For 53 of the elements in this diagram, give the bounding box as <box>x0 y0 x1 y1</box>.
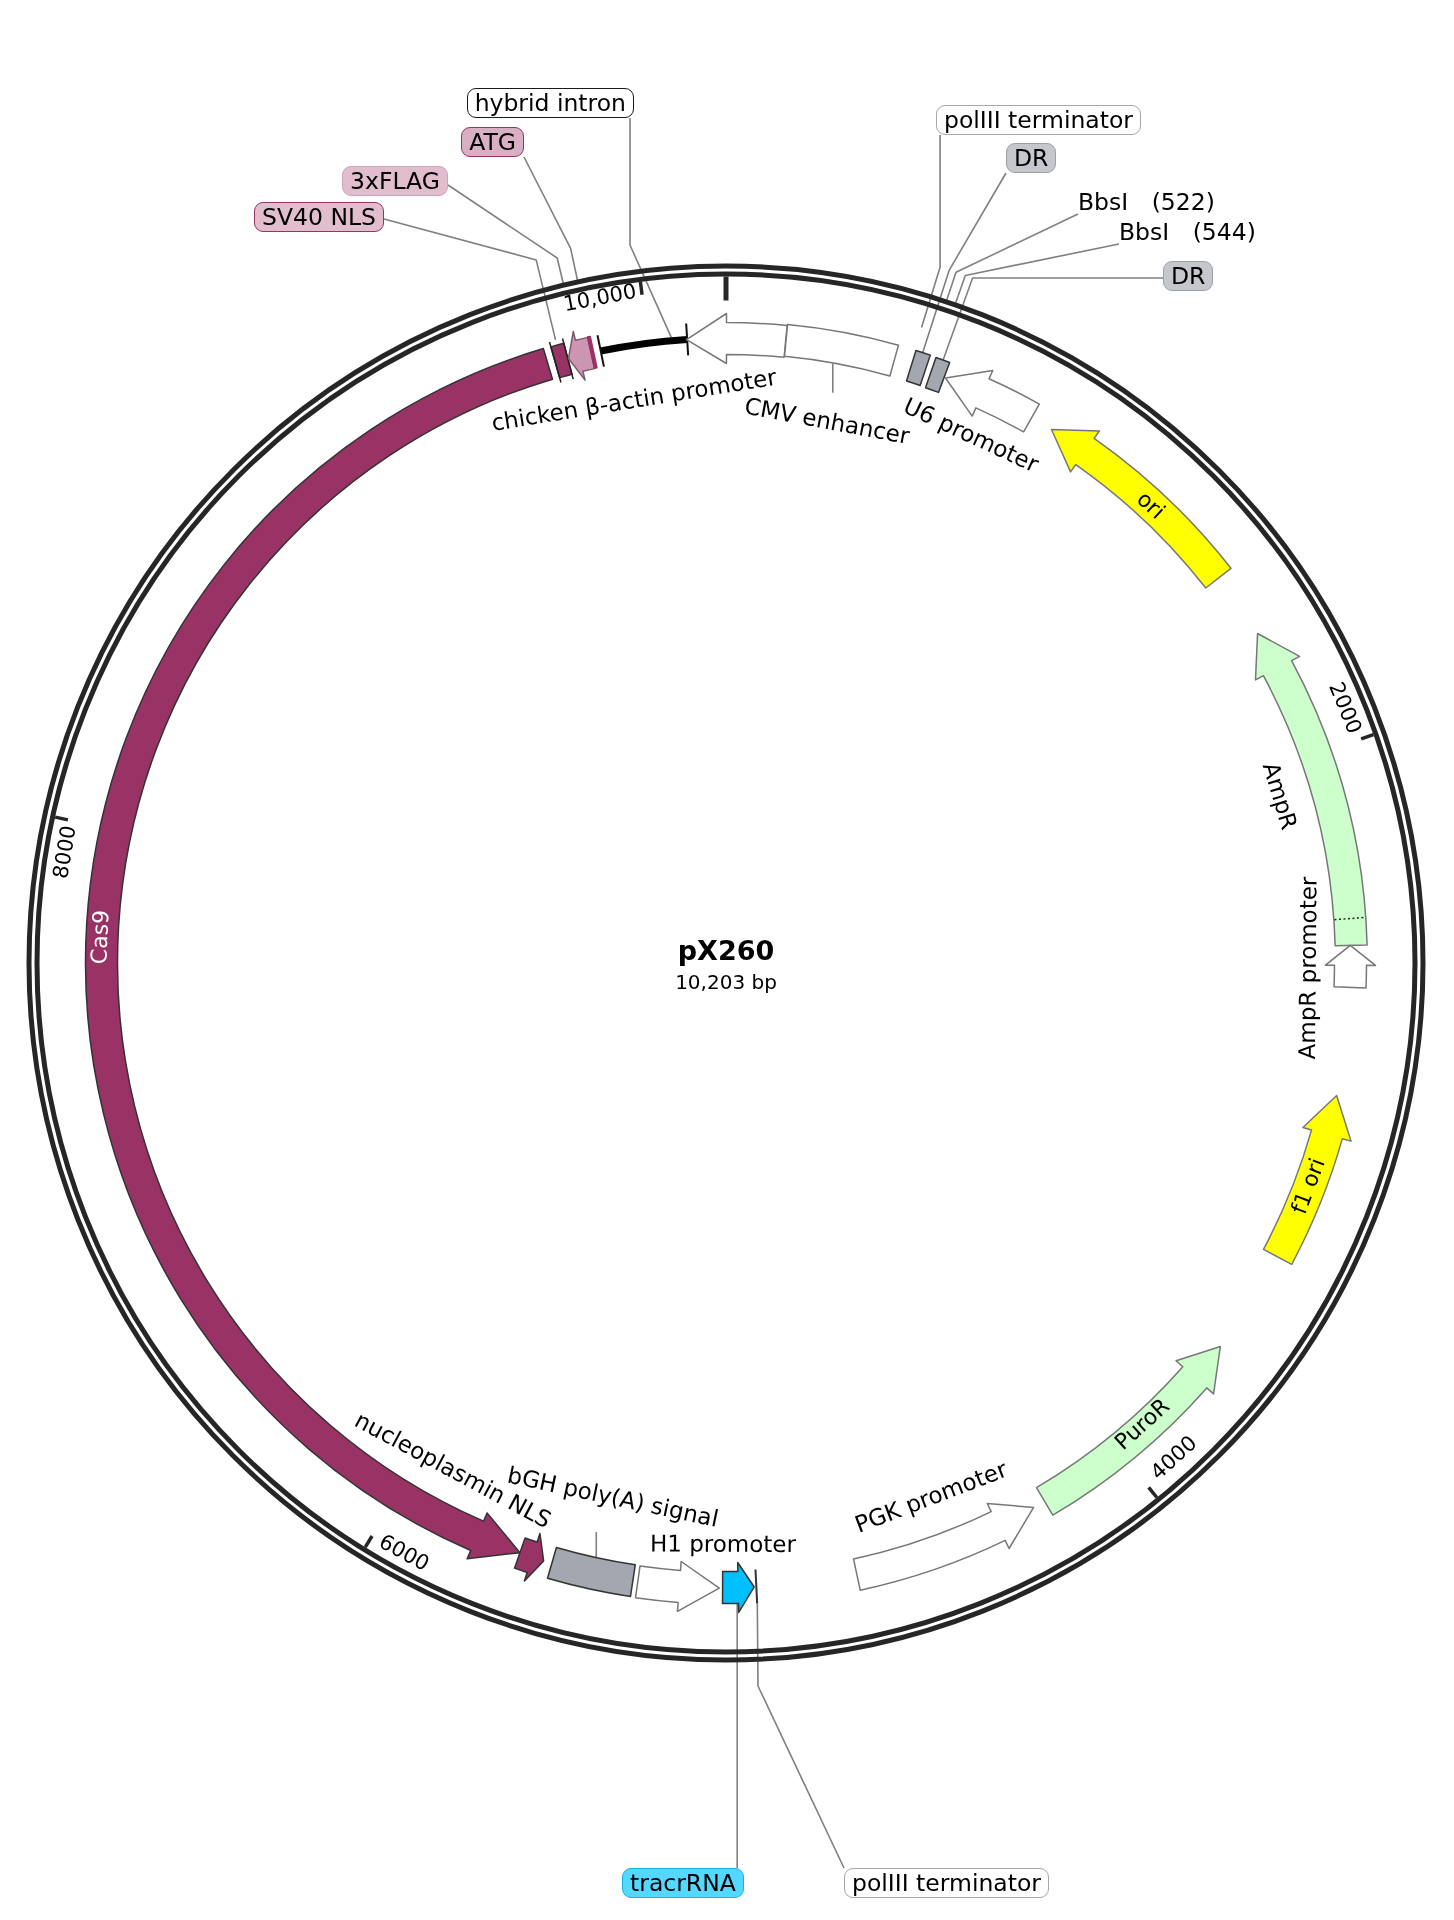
plasmid-size: 10,203 bp <box>675 970 777 994</box>
feature-tag: ATG <box>461 127 524 157</box>
leader-line <box>595 1531 598 1559</box>
feature-label: Cas9 <box>86 909 115 965</box>
leader-line <box>920 134 941 329</box>
leader-line <box>736 1603 738 1869</box>
feature-label: AmpR promoter <box>1294 876 1322 1060</box>
feature-block <box>586 334 599 370</box>
leader-line <box>942 277 1164 361</box>
leader-line <box>921 172 1007 354</box>
leader-line <box>383 218 557 341</box>
restriction-site-label: BbsI (544) <box>1119 220 1256 244</box>
feature-label: f1 ori <box>1285 1154 1331 1217</box>
directional-feature <box>1050 428 1233 590</box>
feature-tag: polIII terminator <box>936 105 1141 135</box>
coordinate-label: 8000 <box>50 824 80 881</box>
leader-line <box>756 1602 845 1869</box>
feature-block <box>904 349 932 388</box>
feature-label: AmpR <box>1257 759 1303 833</box>
directional-feature <box>566 329 597 382</box>
feature-label: H1 promoter <box>649 1530 796 1558</box>
feature-block <box>545 1546 637 1599</box>
feature-tag: SV40 NLS <box>254 202 384 232</box>
plasmid-backbone-ring <box>26 263 1426 1663</box>
coordinate-label: 2000 <box>1325 679 1365 737</box>
feature-tag: hybrid intron <box>466 88 634 118</box>
feature-tag: polIII terminator <box>844 1868 1049 1898</box>
coordinate-label: 10,000 <box>561 280 639 316</box>
restriction-site-label: BbsI (522) <box>1078 190 1215 214</box>
directional-feature <box>685 311 789 365</box>
directional-feature <box>634 1559 721 1613</box>
feature-bar <box>595 321 690 368</box>
directional-feature <box>1034 1344 1222 1517</box>
feature-tag: DR <box>1006 143 1057 173</box>
directional-feature <box>721 1561 756 1615</box>
leader-line <box>954 243 1120 304</box>
feature-tag: tracrRNA <box>622 1868 744 1898</box>
leader-line <box>523 156 579 281</box>
feature-tag: 3xFLAG <box>342 166 448 196</box>
feature-tick <box>754 1567 759 1605</box>
directional-feature <box>1324 916 1378 990</box>
feature-block <box>924 355 952 394</box>
leader-line <box>447 184 565 284</box>
directional-feature <box>512 1531 545 1583</box>
plasmid-name: pX260 <box>677 935 775 967</box>
feature-label: ori <box>1132 485 1171 524</box>
leader-line <box>832 362 834 394</box>
feature-tag: DR <box>1163 261 1214 291</box>
leader-line <box>946 213 1079 301</box>
coordinate-label: 6000 <box>375 1531 433 1575</box>
directional-feature <box>1262 1093 1353 1266</box>
leader-line <box>629 117 673 339</box>
feature-block <box>782 323 900 378</box>
